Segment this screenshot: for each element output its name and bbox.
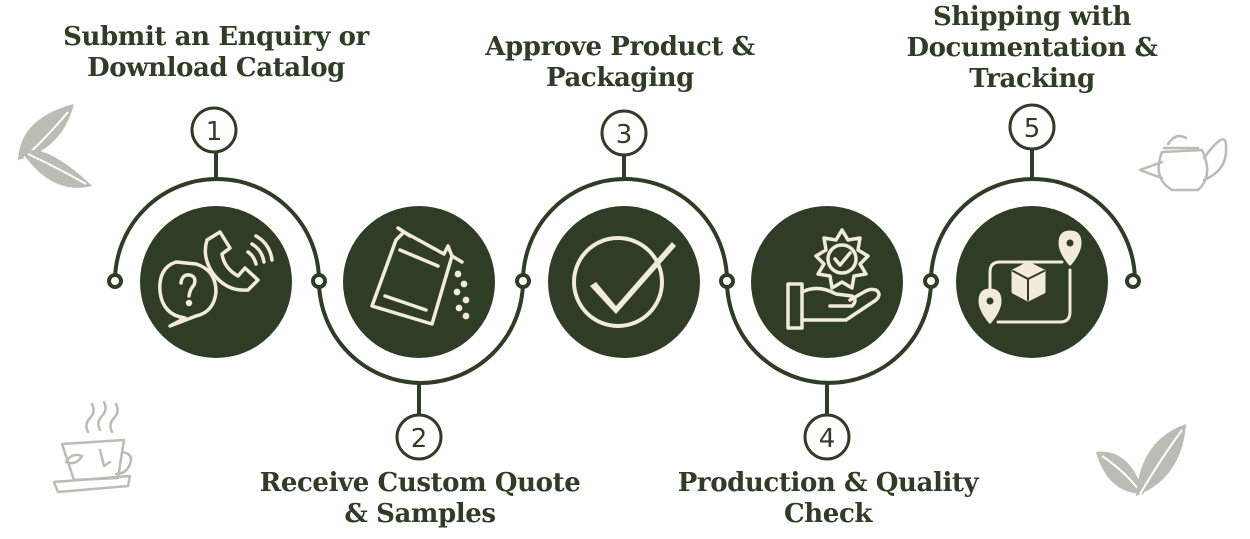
phone-call-question-icon xyxy=(158,230,274,328)
step-number-badge-2: 2 xyxy=(395,413,443,461)
step-icon-disc-3 xyxy=(548,206,700,358)
checkmark-circle-icon xyxy=(572,236,676,328)
svg-text:4: 4 xyxy=(819,424,836,454)
step-icon-disc-4 xyxy=(751,206,903,358)
step-title-4: Production & Quality Check xyxy=(677,468,979,529)
step-icon-disc-2 xyxy=(343,206,495,358)
tea-cup-icon xyxy=(52,400,133,494)
tea-leaves-icon xyxy=(18,104,92,188)
svg-text:3: 3 xyxy=(616,120,633,150)
step-title-1: Submit an Enquiry or Download Catalog xyxy=(63,22,369,83)
step-title-3: Approve Product & Packaging xyxy=(485,32,755,93)
tea-leaves-icon xyxy=(1096,424,1186,496)
svg-text:1: 1 xyxy=(206,117,223,147)
step-number-badge-4: 4 xyxy=(803,413,851,461)
step-number-badge-5: 5 xyxy=(1008,103,1056,151)
step-title-5: Shipping with Documentation & Tracking xyxy=(906,2,1158,94)
quality-hand-badge-icon xyxy=(786,228,881,330)
step-number-badge-1: 1 xyxy=(190,106,238,154)
shipping-route-box-icon xyxy=(978,230,1082,324)
step-title-2: Receive Custom Quote & Samples xyxy=(259,468,581,529)
step-number-badge-3: 3 xyxy=(600,109,648,157)
connector-path xyxy=(113,149,1137,420)
svg-text:5: 5 xyxy=(1024,114,1041,144)
sample-pouch-icon xyxy=(370,226,470,326)
connector-nodes xyxy=(107,273,1141,289)
svg-text:2: 2 xyxy=(411,424,428,454)
teapot-icon xyxy=(1138,134,1228,192)
